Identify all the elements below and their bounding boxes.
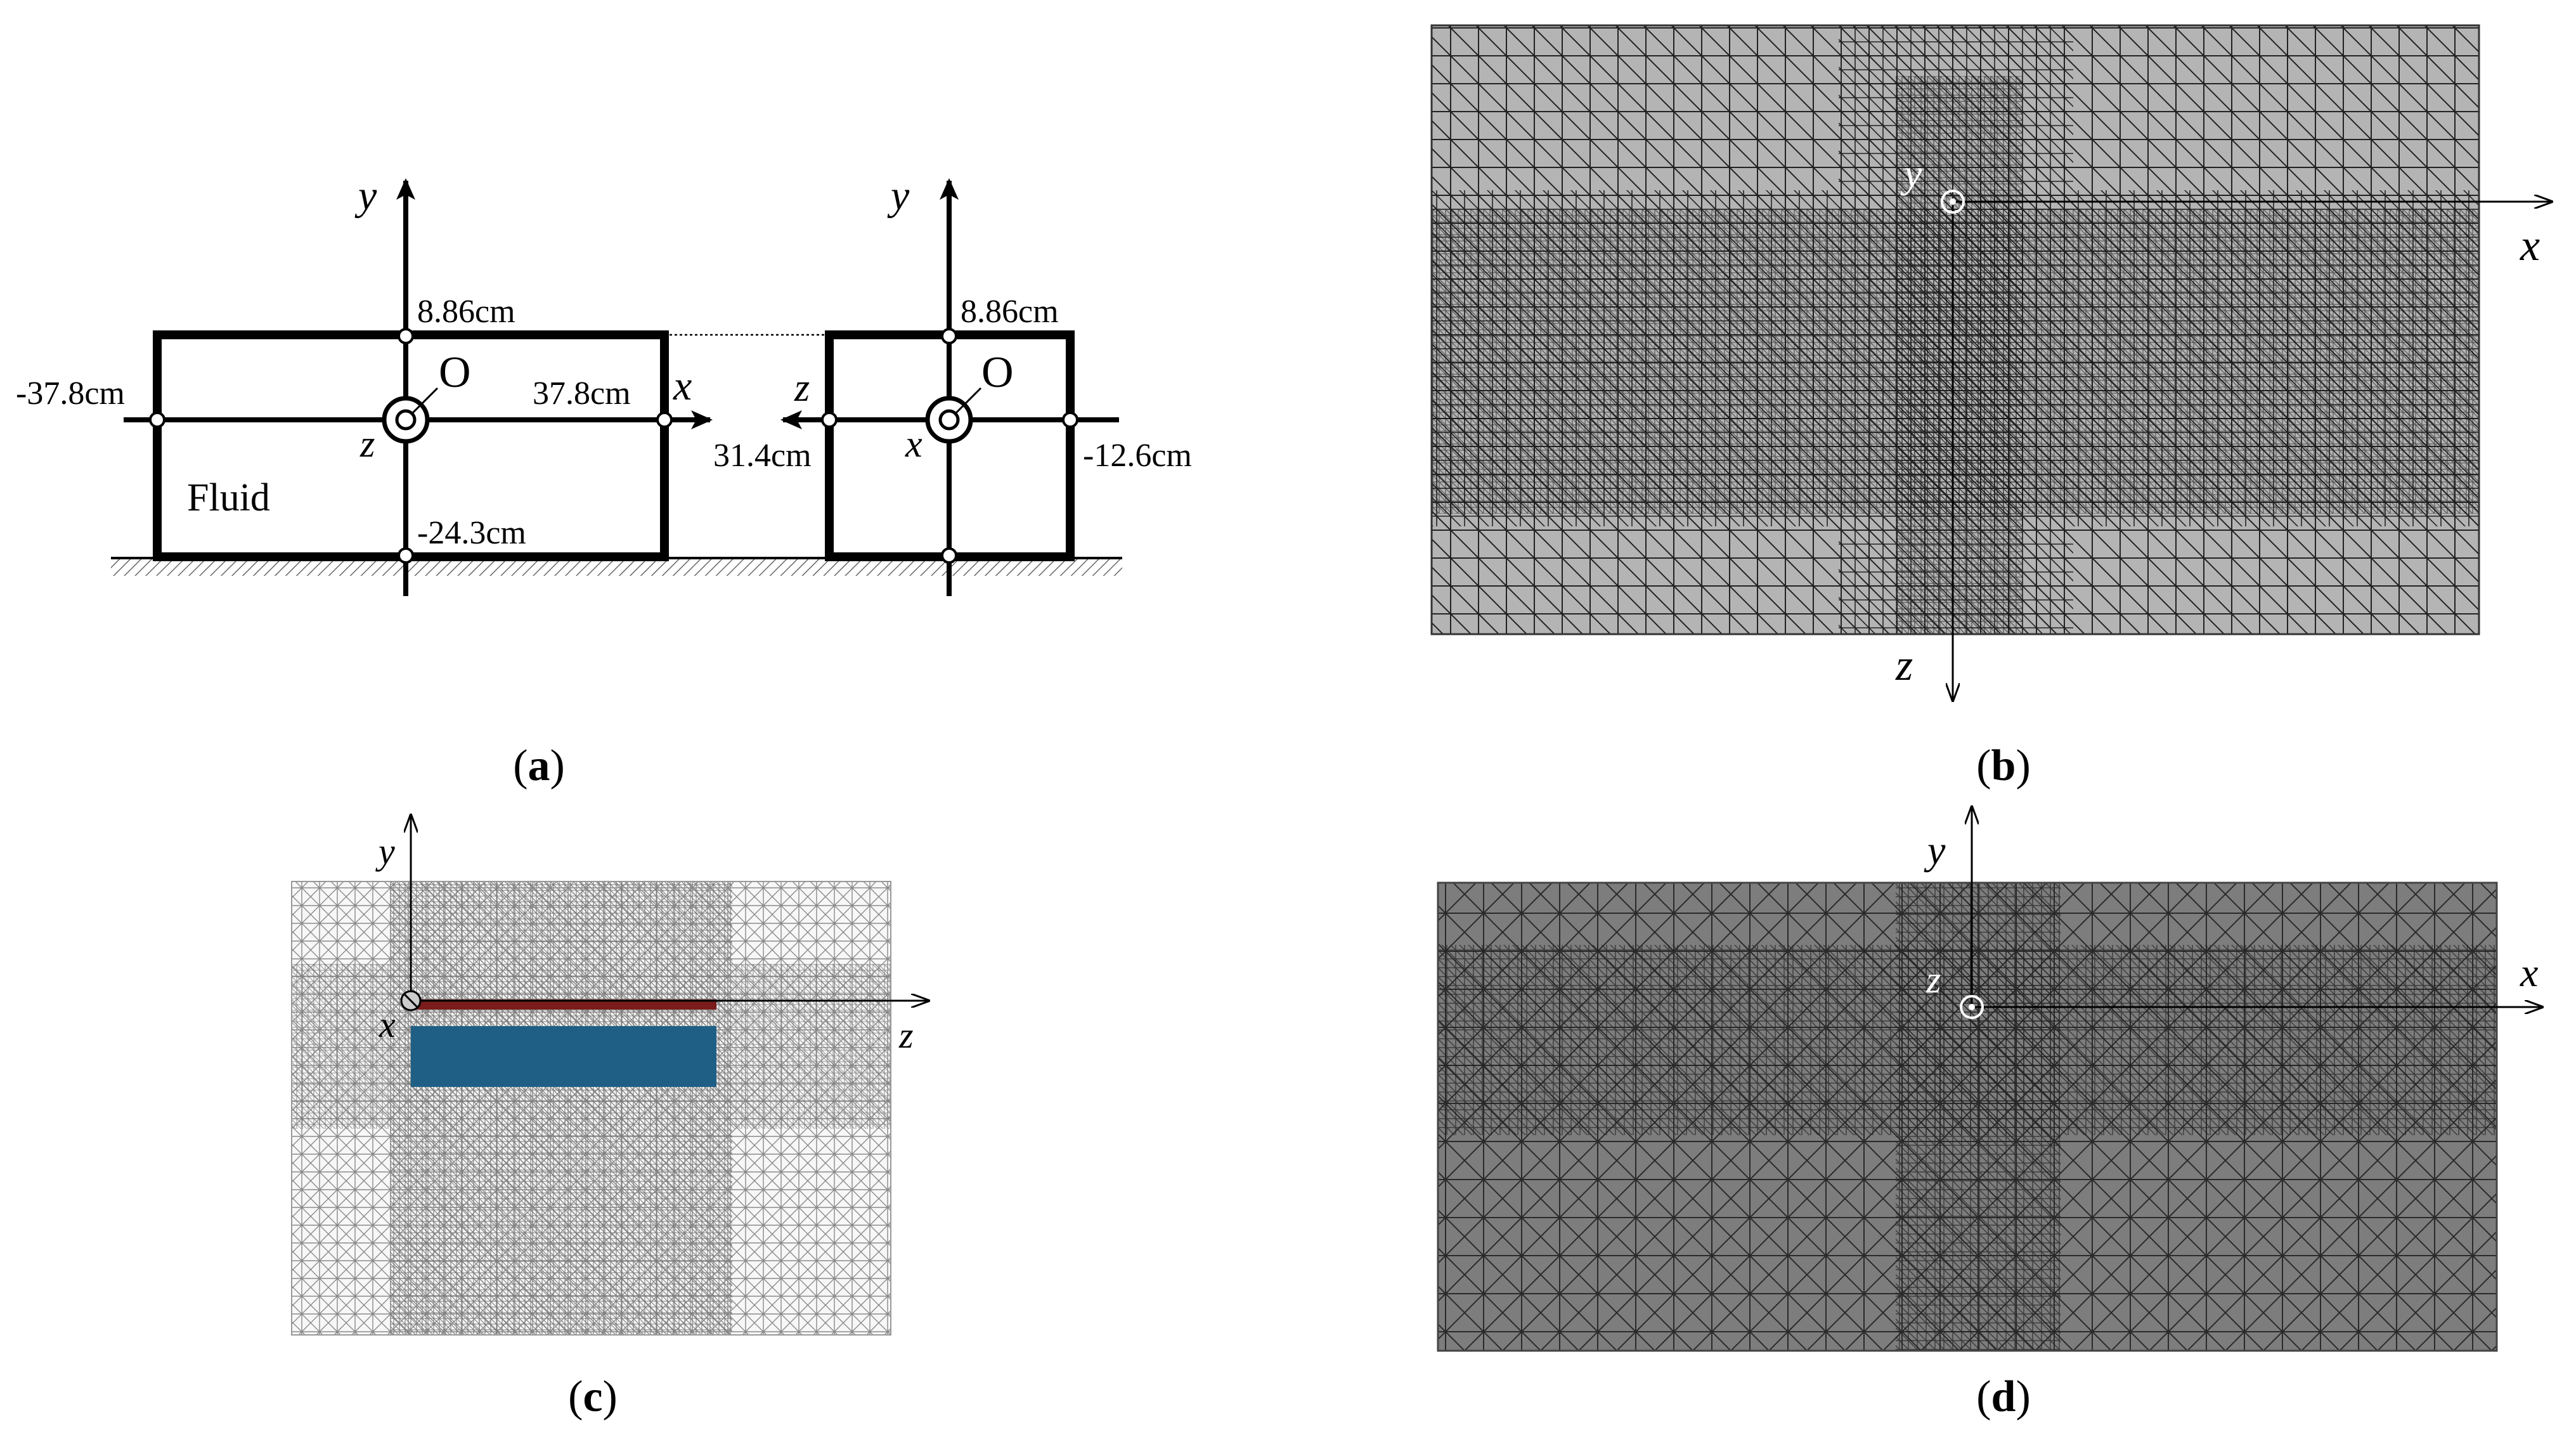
left-dim-bottom: -24.3cm (417, 515, 526, 551)
right-x-label: x (905, 423, 922, 465)
panel-c: y x z (c) (291, 815, 929, 1421)
mesh-d-border (1437, 881, 2498, 1352)
left-origin-inner (395, 409, 417, 431)
c-z-label: z (898, 1015, 914, 1056)
right-dim-left: 31.4cm (713, 438, 812, 474)
mesh-b-fine-center (1896, 76, 2023, 634)
caption-a: (a) (513, 741, 565, 790)
panel-a: y x z O 8.86cm -37.8cm 37.8cm -24.3cm Fl… (16, 172, 1192, 790)
caption-d: (d) (1976, 1372, 2031, 1421)
caption-c-letter: c (583, 1372, 602, 1421)
fluid-label: Fluid (187, 476, 270, 519)
b-y-out-of-plane-icon (1941, 190, 1965, 214)
b-y-dot-icon (1950, 198, 1956, 205)
d-y-label: y (1924, 828, 1946, 873)
left-dim-right: 37.8cm (533, 375, 631, 412)
caption-b-letter: b (1991, 741, 2016, 790)
caption-a-letter: a (528, 741, 550, 790)
c-x-label: x (379, 1004, 396, 1045)
solid-block (411, 1026, 716, 1087)
left-y-label: y (354, 172, 377, 219)
c-y-label: y (375, 831, 395, 872)
b-y-label: y (1900, 151, 1922, 196)
mesh-c-border (291, 881, 891, 1336)
right-origin-label: O (981, 348, 1014, 397)
right-y-label: y (887, 172, 910, 219)
left-origin-label: O (439, 348, 471, 397)
left-z-label: z (359, 423, 375, 465)
d-z-out-of-plane-icon (1960, 995, 1984, 1019)
right-origin-leader (953, 387, 982, 416)
caption-b: (b) (1976, 741, 2031, 790)
d-z-label: z (1926, 959, 1941, 1001)
right-dimension-points (821, 328, 1078, 564)
left-dim-top: 8.86cm (417, 294, 515, 330)
left-tank-outline (153, 330, 669, 561)
caption-c: (c) (568, 1372, 618, 1421)
panel-b: y x z (b) (1430, 24, 2552, 790)
right-origin-inner (938, 409, 960, 431)
d-x-label: x (2520, 950, 2538, 995)
left-x-label: x (673, 363, 692, 409)
right-z-label: z (794, 367, 810, 410)
left-dim-left: -37.8cm (16, 375, 125, 412)
b-x-label: x (2520, 221, 2540, 270)
caption-d-letter: d (1991, 1372, 2016, 1421)
mesh-b-border (1430, 24, 2480, 635)
left-dimension-points (149, 328, 673, 564)
c-x-cross-icon (403, 993, 418, 1008)
left-origin-leader (410, 387, 439, 416)
right-dim-top: 8.86cm (961, 294, 1059, 330)
b-z-label: z (1895, 641, 1913, 690)
right-dim-right: -12.6cm (1083, 438, 1192, 474)
d-z-dot-icon (1969, 1004, 1975, 1010)
mesh-d-fine-band-v (1896, 883, 2061, 1351)
panel-d: y x z (d) (1437, 807, 2542, 1421)
thin-plate (411, 999, 716, 1010)
